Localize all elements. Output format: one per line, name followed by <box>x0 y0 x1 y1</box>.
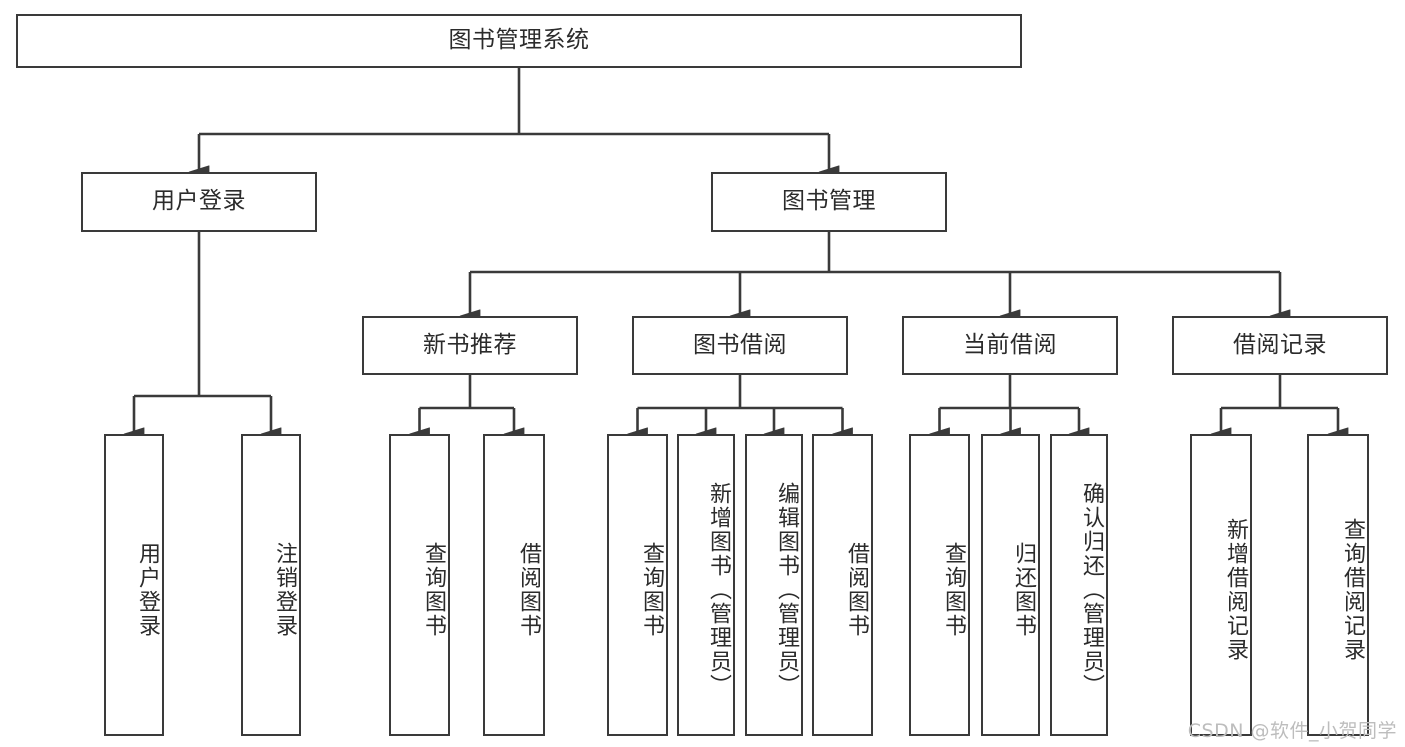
leaf-edit-book-admin[interactable]: 编辑图书（管理员） <box>745 434 803 736</box>
node-label: 查询图书 <box>639 542 664 638</box>
leaf-borrow-book[interactable]: 借阅图书 <box>812 434 873 736</box>
node-label: 查询借阅记录 <box>1340 518 1365 662</box>
node-label: 借阅图书 <box>516 542 541 638</box>
node-label: 用户登录 <box>135 542 160 638</box>
node-label: 新书推荐 <box>423 331 517 358</box>
leaf-add-book-admin[interactable]: 新增图书（管理员） <box>677 434 735 736</box>
node-label: 借阅图书 <box>844 542 869 638</box>
leaf-return-book[interactable]: 归还图书 <box>981 434 1040 736</box>
node-label: 用户登录 <box>152 188 246 215</box>
node-label: 确认归还（管理员） <box>1079 482 1104 698</box>
node-label: 注销登录 <box>272 542 297 638</box>
node-root[interactable]: 图书管理系统 <box>16 14 1022 68</box>
node-label: 当前借阅 <box>963 331 1057 358</box>
leaf-confirm-return-admin[interactable]: 确认归还（管理员） <box>1050 434 1108 736</box>
node-user-login[interactable]: 用户登录 <box>81 172 317 232</box>
node-label: 借阅记录 <box>1233 331 1327 358</box>
node-label: 查询图书 <box>941 542 966 638</box>
leaf-query-book-recommend[interactable]: 查询图书 <box>389 434 450 736</box>
node-label: 图书管理 <box>782 188 876 215</box>
leaf-user-login[interactable]: 用户登录 <box>104 434 164 736</box>
node-label: 新增借阅记录 <box>1223 518 1248 662</box>
node-borrow-record[interactable]: 借阅记录 <box>1172 316 1388 375</box>
node-label: 查询图书 <box>421 542 446 638</box>
leaf-query-borrow-record[interactable]: 查询借阅记录 <box>1307 434 1369 736</box>
node-label: 图书借阅 <box>693 331 787 358</box>
leaf-logout[interactable]: 注销登录 <box>241 434 301 736</box>
node-new-book-recommend[interactable]: 新书推荐 <box>362 316 578 375</box>
node-book-management[interactable]: 图书管理 <box>711 172 947 232</box>
leaf-add-borrow-record[interactable]: 新增借阅记录 <box>1190 434 1252 736</box>
watermark: CSDN @软件_小贺同学 <box>1187 720 1397 742</box>
leaf-query-book-current[interactable]: 查询图书 <box>909 434 970 736</box>
node-label: 图书管理系统 <box>448 27 590 54</box>
node-current-borrow[interactable]: 当前借阅 <box>902 316 1118 375</box>
node-label: 归还图书 <box>1011 542 1036 638</box>
leaf-borrow-book-recommend[interactable]: 借阅图书 <box>483 434 545 736</box>
node-label: 编辑图书（管理员） <box>774 482 799 698</box>
leaf-query-book-borrow[interactable]: 查询图书 <box>607 434 668 736</box>
node-label: 新增图书（管理员） <box>706 482 731 698</box>
node-book-borrow[interactable]: 图书借阅 <box>632 316 848 375</box>
